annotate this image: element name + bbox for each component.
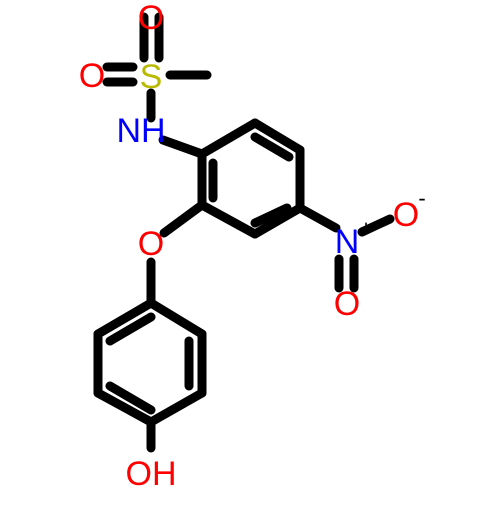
nitro-n-plus-charge: + bbox=[360, 216, 373, 241]
nitro-nitrogen-label: N bbox=[335, 223, 360, 261]
bond-n-c1 bbox=[158, 135, 207, 159]
amide-nitrogen-label: NH bbox=[116, 112, 165, 150]
bond-c12-c7-inner bbox=[105, 312, 156, 346]
bond-c10-c11 bbox=[93, 388, 156, 427]
bond-c5-c6 bbox=[197, 200, 260, 239]
bond-c6-ether-o bbox=[159, 200, 207, 238]
bond-c2-c3-inner bbox=[250, 132, 294, 162]
atom-labels: S O O NH O N O O OH bbox=[79, 0, 419, 493]
nitro-o-minus-charge: - bbox=[418, 186, 425, 211]
bond-c4-c5 bbox=[250, 203, 305, 239]
bond-c10-c11-inner bbox=[105, 381, 156, 415]
bond-c7-c8 bbox=[146, 298, 207, 339]
bond-c12-c7 bbox=[93, 298, 156, 339]
charge-labels: + - bbox=[360, 186, 426, 241]
bond-c4-nitro bbox=[295, 203, 341, 233]
bond-c4-c5-inner bbox=[250, 203, 292, 228]
bond-c1-c2 bbox=[197, 118, 260, 159]
nitro-oxygen-minus-label: O bbox=[393, 196, 419, 234]
nitro-oxygen-double-label: O bbox=[334, 285, 360, 323]
bond-c9-c10 bbox=[146, 388, 207, 427]
bond-n-o-minus bbox=[357, 214, 395, 237]
hydroxyl-label: OH bbox=[126, 455, 177, 493]
oxygen-left-label: O bbox=[79, 57, 105, 95]
sulfur-label: S bbox=[140, 58, 163, 96]
bond-c2-c3 bbox=[250, 118, 305, 155]
bonds bbox=[93, 12, 395, 453]
ether-oxygen-label: O bbox=[138, 225, 164, 263]
oxygen-top-label: O bbox=[138, 0, 164, 37]
